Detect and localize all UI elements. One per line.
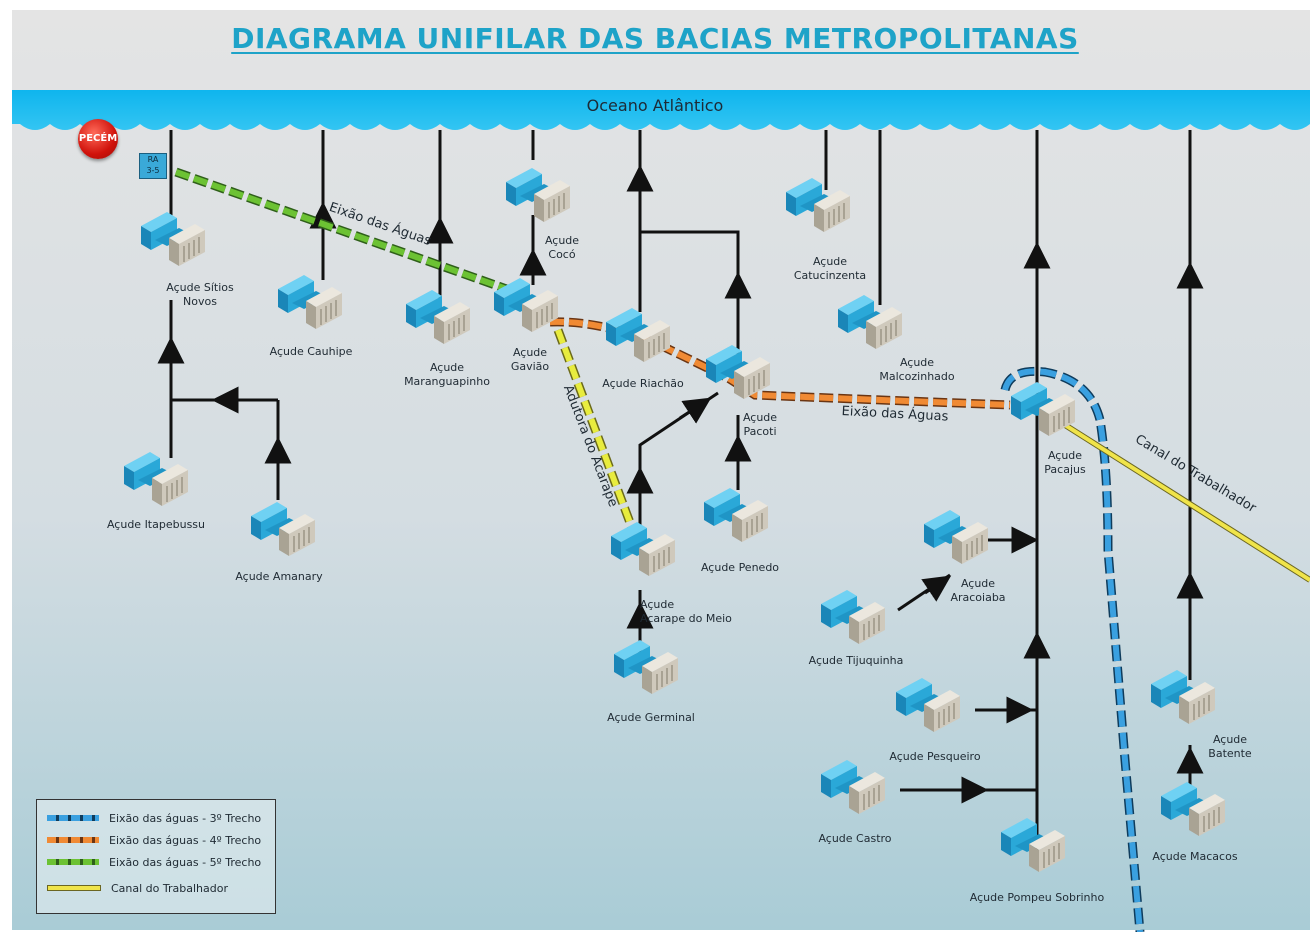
flow-arrow-j: [679, 397, 712, 424]
legend-label-trecho-3: Eixão das águas - 3º Trecho: [109, 811, 262, 825]
label-cauhipe: Açude Cauhipe: [269, 345, 353, 358]
legend-swatch-trecho-3: [47, 815, 99, 821]
label-acarape: Açude Acarape do Meio: [640, 598, 732, 625]
label-pacoti: Açude Pacoti: [742, 411, 778, 438]
legend-label-canal: Canal do Trabalhador: [111, 881, 228, 895]
label-maranguapinho: Açude Maranguapinho: [404, 361, 490, 388]
ocean-label: Oceano Atlântico: [586, 96, 724, 115]
label-pacajus: Açude Pacajus: [1044, 449, 1086, 476]
label-coco: Açude Cocó: [544, 234, 580, 261]
label-itapebussu: Açude Itapebussu: [106, 518, 206, 531]
legend-swatch-trecho-5: [47, 859, 99, 865]
legend-item-trecho-5: Eixão das águas - 5º Trecho: [47, 854, 261, 870]
label-sitios-novos: Açude Sítios Novos: [166, 281, 234, 308]
page-title: DIAGRAMA UNIFILAR DAS BACIAS METROPOLITA…: [231, 22, 1079, 55]
eixao-trecho-4: [549, 317, 1011, 410]
label-tijuquinha: Açude Tijuquinha: [808, 654, 904, 667]
label-penedo: Açude Penedo: [700, 561, 780, 574]
adutora-acarape: [553, 328, 637, 530]
label-catucinzenta: Açude Catucinzenta: [793, 255, 867, 282]
canal-trabalhador: [1063, 422, 1310, 583]
label-batente: Açude Batente: [1208, 733, 1252, 760]
legend: Eixão das águas - 3º Trecho Eixão das ág…: [36, 799, 276, 914]
label-macacos: Açude Macacos: [1152, 850, 1238, 863]
label-pesqueiro: Açude Pesqueiro: [889, 750, 981, 763]
label-amanary: Açude Amanary: [235, 570, 323, 583]
label-castro: Açude Castro: [818, 832, 892, 845]
flow-lines: [157, 130, 1204, 850]
eixao-trecho-5: [174, 167, 517, 297]
legend-label-trecho-5: Eixão das águas - 5º Trecho: [109, 855, 262, 869]
legend-item-trecho-4: Eixão das águas - 4º Trecho: [47, 832, 261, 848]
legend-item-canal: Canal do Trabalhador: [47, 880, 228, 896]
label-germinal: Açude Germinal: [607, 711, 695, 724]
diagram-background: [12, 10, 1310, 930]
legend-swatch-trecho-4: [47, 837, 99, 843]
label-malcozinhado: Açude Malcozinhado: [879, 356, 955, 383]
ocean-band: [12, 90, 1310, 130]
ra-badge: RA 3-5: [139, 153, 167, 179]
label-gaviao: Açude Gavião: [510, 346, 550, 373]
label-aracoiaba: Açude Aracoiaba: [950, 577, 1006, 604]
label-pompeu: Açude Pompeu Sobrinho: [969, 891, 1105, 904]
eixao-trecho-3: [1000, 366, 1145, 932]
flow-pacoti-riachao: [640, 230, 740, 355]
legend-swatch-canal: [47, 885, 101, 891]
legend-item-trecho-3: Eixão das águas - 3º Trecho: [47, 810, 261, 826]
label-riachao: Açude Riachão: [602, 377, 684, 390]
flow-arrow-p: [921, 575, 952, 602]
pecem-badge: PECÉM: [78, 119, 118, 159]
legend-label-trecho-4: Eixão das águas - 4º Trecho: [109, 833, 262, 847]
